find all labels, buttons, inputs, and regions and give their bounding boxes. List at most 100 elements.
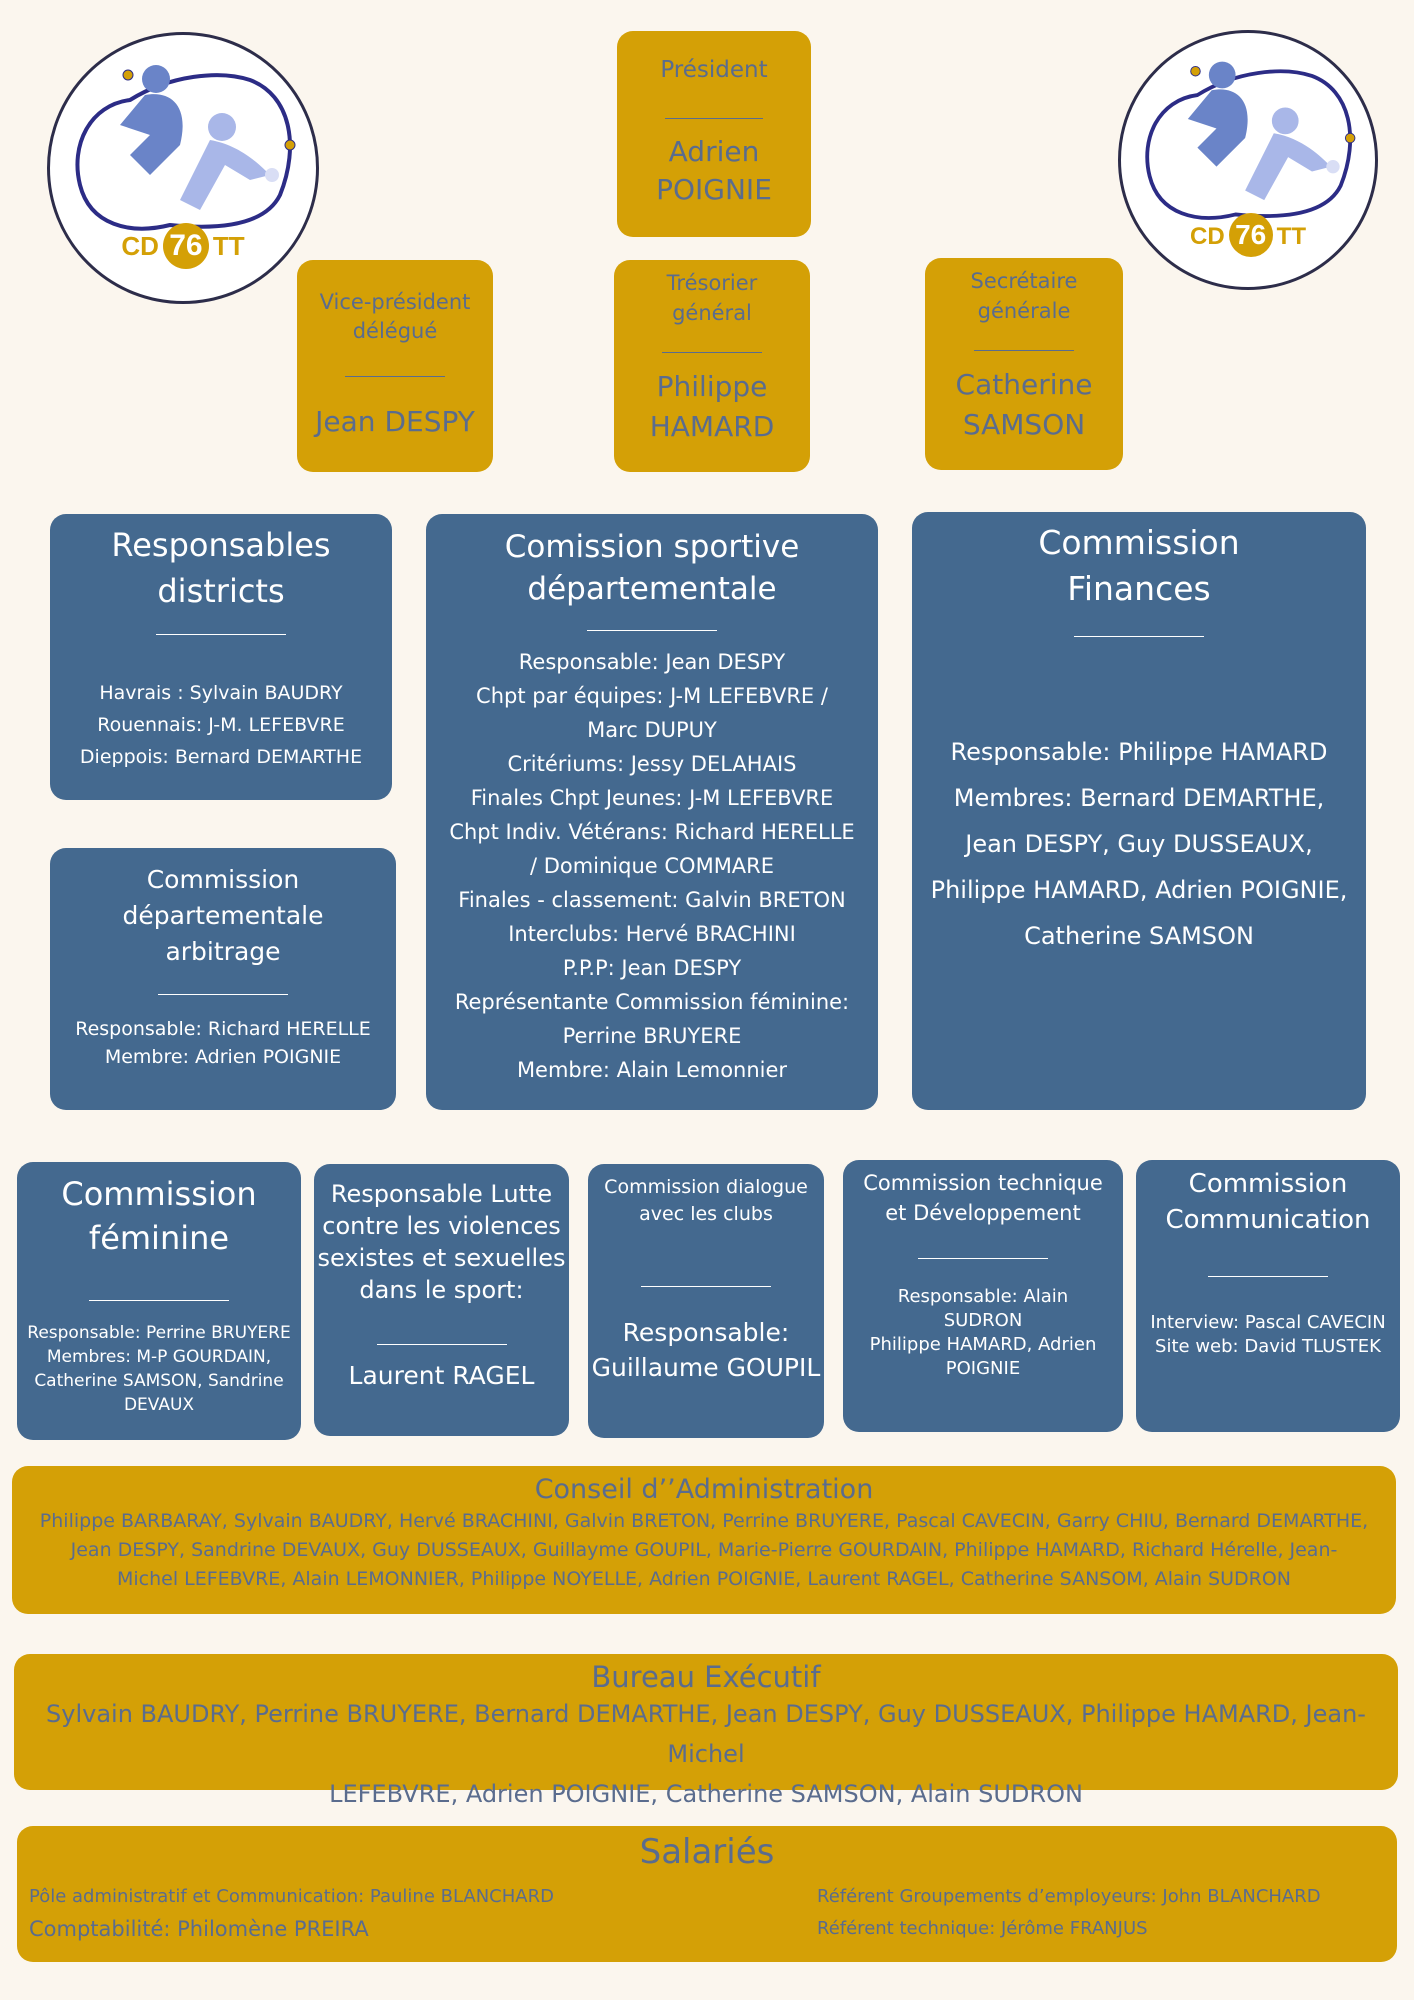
dialogue-title-2: avec les clubs [639, 1203, 773, 1225]
vice-president-card: Vice-président délégué Jean DESPY [297, 260, 493, 472]
finances-line: Catherine SAMSON [1024, 922, 1254, 950]
violences-title-line: sexistes et sexuelles [317, 1244, 566, 1272]
conseil-line: Jean DESPY, Sandrine DEVAUX, Guy DUSSEAU… [70, 1539, 1338, 1561]
feminine-line: Catherine SAMSON, Sandrine [34, 1371, 284, 1391]
secretary-name-first: Catherine [955, 368, 1093, 401]
sportive-line: Membre: Alain Lemonnier [516, 1058, 788, 1082]
bureau-title: Bureau Exécutif [591, 1660, 821, 1694]
secretary-role-2: générale [977, 299, 1071, 323]
sportive-line: Perrine BRUYERE [562, 1024, 742, 1048]
violences-title: Responsable Lutte contre les violences s… [314, 1178, 569, 1306]
feminine-card: Commission féminine Responsable: Perrine… [17, 1162, 301, 1440]
violences-title-line: Responsable Lutte [330, 1180, 553, 1208]
sportive-line: Interclubs: Hervé BRACHINI [508, 922, 796, 946]
treasurer-name-last: HAMARD [649, 410, 775, 443]
sportive-title-2: départementale [527, 571, 777, 607]
conseil-list: Philippe BARBARAY, Sylvain BAUDRY, Hervé… [12, 1507, 1396, 1594]
salaries-left-line: Pôle administratif et Communication: Pau… [29, 1886, 554, 1907]
president-name-first: Adrien [668, 135, 760, 168]
districts-line: Dieppois: Bernard DEMARTHE [79, 746, 363, 768]
finances-list: Responsable: Philippe HAMARD Membres: Be… [912, 729, 1366, 959]
feminine-line: DEVAUX [123, 1395, 195, 1415]
sportive-card: Comission sportive départementale Respon… [426, 514, 878, 1110]
treasurer-name-first: Philippe [656, 370, 768, 403]
vice-president-role-1: Vice-président [319, 290, 471, 314]
feminine-list: Responsable: Perrine BRUYERE Membres: M-… [17, 1321, 301, 1417]
sportive-list: Responsable: Jean DESPY Chpt par équipes… [426, 645, 878, 1087]
treasurer-role-2: général [672, 301, 752, 325]
technique-title-2: et Développement [885, 1201, 1081, 1225]
dialogue-card: Commission dialogue avec les clubs Respo… [588, 1164, 824, 1438]
treasurer-card: Trésorier général Philippe HAMARD [614, 260, 810, 472]
dialogue-name-1: Responsable: [622, 1318, 790, 1347]
table-tennis-players-logo-icon [1145, 61, 1356, 235]
feminine-title-1: Commission [61, 1175, 257, 1213]
feminine-line: Responsable: Perrine BRUYERE [27, 1323, 291, 1343]
sportive-line: / Dominique COMMARE [529, 854, 775, 878]
communication-line: Interview: Pascal CAVECIN [1150, 1312, 1386, 1333]
communication-title-2: Communication [1165, 1205, 1371, 1235]
technique-line: Philippe HAMARD, Adrien [869, 1334, 1097, 1355]
sportive-line: Représentante Commission féminine: [454, 990, 850, 1014]
districts-card: Responsables districts Havrais : Sylvain… [50, 514, 392, 800]
districts-line: Havrais : Sylvain BAUDRY [99, 682, 343, 704]
finances-line: Responsable: Philippe HAMARD [950, 738, 1328, 766]
technique-line: SUDRON [943, 1310, 1023, 1331]
vice-president-role-2: délégué [352, 319, 438, 343]
dialogue-name-2: Guillaume GOUPIL [591, 1353, 821, 1382]
sportive-line: Critériums: Jessy DELAHAIS [507, 752, 797, 776]
salaries-right-line: Référent Groupements d’employeurs: John … [817, 1886, 1321, 1907]
finances-line: Membres: Bernard DEMARTHE, [953, 784, 1325, 812]
salaries-title: Salariés [639, 1832, 775, 1872]
communication-title-1: Commission [1188, 1169, 1348, 1199]
salaries-band: Salariés Pôle administratif et Communica… [17, 1826, 1397, 1962]
technique-line: Responsable: Alain [897, 1286, 1069, 1307]
salaries-right-line: Référent technique: Jérôme FRANJUS [817, 1918, 1148, 1939]
bureau-band: Bureau Exécutif Sylvain BAUDRY, Perrine … [14, 1654, 1398, 1808]
conseil-band: Conseil d’’Administration Philippe BARBA… [12, 1466, 1396, 1614]
bureau-line: LEFEBVRE, Adrien POIGNIE, Catherine SAMS… [329, 1780, 1083, 1808]
violences-title-line: dans le sport: [359, 1276, 524, 1304]
salaries-right: Référent Groupements d’employeurs: John … [817, 1882, 1321, 1946]
technique-line: POIGNIE [945, 1358, 1021, 1379]
salaries-left-line: Comptabilité: Philomène PREIRA [29, 1917, 369, 1941]
arbitrage-card: Commission départementale arbitrage Resp… [50, 848, 396, 1110]
sportive-line: Finales - classement: Galvin BRETON [458, 888, 846, 912]
feminine-title-2: féminine [88, 1219, 230, 1257]
table-tennis-players-logo-icon [75, 65, 296, 246]
feminine-line: Membres: M-P GOURDAIN, [46, 1347, 272, 1367]
arbitrage-title-1: Commission [146, 865, 300, 894]
violences-name: Laurent RAGEL [348, 1361, 535, 1390]
president-card: Président Adrien POIGNIE [617, 31, 811, 237]
conseil-line: Michel LEFEBVRE, Alain LEMONNIER, Philip… [116, 1568, 1292, 1590]
arbitrage-title-3: arbitrage [165, 937, 281, 966]
districts-line: Rouennais: J-M. LEFEBVRE [97, 714, 345, 736]
secretary-role-1: Secrétaire [970, 269, 1078, 293]
arbitrage-line: Responsable: Richard HERELLE [75, 1018, 371, 1040]
finances-card: Commission Finances Responsable: Philipp… [912, 512, 1366, 1110]
finances-line: Jean DESPY, Guy DUSSEAUX, [965, 830, 1313, 858]
bureau-list: Sylvain BAUDRY, Perrine BRUYERE, Bernard… [14, 1694, 1398, 1814]
secretary-card: Secrétaire générale Catherine SAMSON [925, 258, 1123, 470]
secretary-name-last: SAMSON [962, 408, 1086, 441]
technique-card: Commission technique et Développement Re… [843, 1160, 1123, 1432]
sportive-line: Responsable: Jean DESPY [518, 650, 786, 674]
sportive-line: Marc DUPUY [587, 718, 717, 742]
finances-title-2: Finances [1067, 569, 1211, 608]
violences-title-line: contre les violences [322, 1212, 561, 1240]
sportive-line: Chpt par équipes: J-M LEFEBVRE / [476, 684, 828, 708]
president-role: Président [660, 57, 768, 83]
arbitrage-title-2: départementale [122, 901, 324, 930]
finances-line: Philippe HAMARD, Adrien POIGNIE, [930, 876, 1348, 904]
districts-title-1: Responsables [111, 526, 331, 564]
communication-card: Commission Communication Interview: Pasc… [1136, 1160, 1400, 1432]
technique-list: Responsable: Alain SUDRON Philippe HAMAR… [843, 1285, 1123, 1381]
vice-president-name: Jean DESPY [315, 405, 475, 438]
communication-line: Site web: David TLUSTEK [1155, 1336, 1381, 1357]
salaries-left: Pôle administratif et Communication: Pau… [29, 1882, 554, 1946]
president-name-last: POIGNIE [656, 173, 772, 206]
